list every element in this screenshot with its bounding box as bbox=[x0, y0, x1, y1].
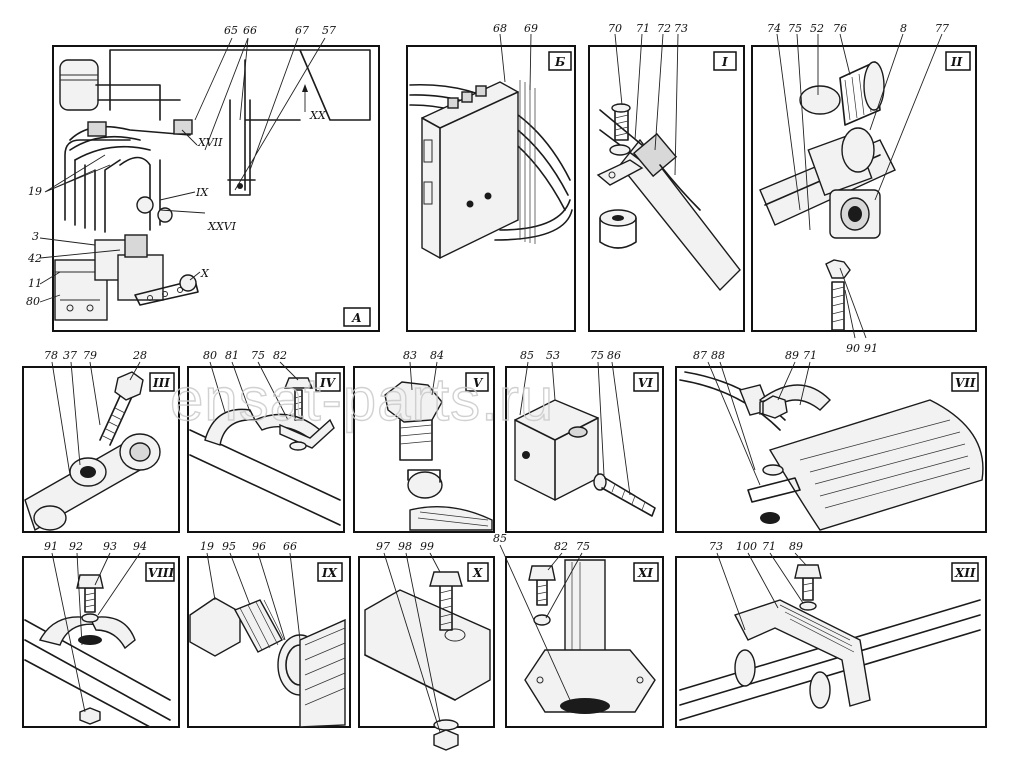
callout-93: 93 bbox=[103, 540, 117, 553]
callout-28: 28 bbox=[132, 349, 147, 362]
callout-98: 98 bbox=[398, 540, 412, 553]
callout-86: 86 bbox=[607, 349, 621, 362]
callout-91: 91 bbox=[864, 342, 878, 355]
callout-85-vi: 85 bbox=[520, 349, 534, 362]
panel-tag-b: Б bbox=[554, 55, 565, 69]
panel-iii: 78 37 79 28 III bbox=[22, 349, 180, 533]
callout-72: 72 bbox=[657, 22, 671, 35]
callout-ix: IX bbox=[195, 186, 209, 199]
panel-tag-ii: II bbox=[950, 55, 963, 69]
callout-95: 95 bbox=[222, 540, 236, 553]
callout-19-ix: 19 bbox=[200, 540, 214, 553]
callout-76: 76 bbox=[833, 22, 847, 35]
callout-80: 80 bbox=[26, 295, 40, 308]
watermark-text: ensat-parts.ru bbox=[170, 366, 554, 433]
panel-tag-ix: IX bbox=[321, 566, 338, 580]
panel-vii: 87 88 89 71 VII bbox=[675, 349, 987, 533]
panel-iv: 80 81 75 82 IV bbox=[187, 349, 345, 533]
callout-87: 87 bbox=[693, 349, 707, 362]
panel-tag-xii: XII bbox=[954, 566, 976, 580]
panel-tag-vii: VII bbox=[955, 376, 976, 390]
callout-78: 78 bbox=[44, 349, 58, 362]
callout-81: 81 bbox=[225, 349, 239, 362]
callout-71-xii: 71 bbox=[762, 540, 776, 553]
panel-vi: 85 53 75 86 VI bbox=[505, 349, 664, 533]
callout-66: 66 bbox=[243, 24, 257, 37]
callout-57: 57 bbox=[322, 24, 336, 37]
callout-88: 88 bbox=[711, 349, 725, 362]
callout-42: 42 bbox=[27, 252, 42, 265]
panel-tag-x: X bbox=[472, 566, 483, 580]
callout-82: 82 bbox=[273, 349, 287, 362]
callout-73: 73 bbox=[674, 22, 688, 35]
callout-84: 84 bbox=[430, 349, 444, 362]
panel-tag-iv: IV bbox=[319, 376, 337, 390]
panel-xii: 73 100 71 89 XII bbox=[675, 540, 987, 728]
callout-74: 74 bbox=[767, 22, 781, 35]
callout-90: 90 bbox=[846, 342, 860, 355]
panel-viii: 91 92 93 94 VIII bbox=[22, 540, 180, 728]
panel-x: 97 98 99 X bbox=[358, 540, 495, 751]
callout-xvii: XVII bbox=[197, 136, 223, 149]
callout-80-iv: 80 bbox=[203, 349, 217, 362]
callout-100: 100 bbox=[736, 540, 757, 553]
callout-xxvi: XXVI bbox=[207, 220, 237, 233]
callout-82-xi: 82 bbox=[554, 540, 568, 553]
callout-91-viii: 91 bbox=[44, 540, 58, 553]
callout-75: 75 bbox=[788, 22, 802, 35]
callout-99: 99 bbox=[420, 540, 434, 553]
callout-70: 70 bbox=[608, 22, 622, 35]
callout-79: 79 bbox=[83, 349, 97, 362]
callout-85-xi: 85 bbox=[493, 532, 507, 545]
panel-tag-xi: XI bbox=[637, 566, 653, 580]
panel-v: 83 84 V bbox=[353, 349, 495, 533]
callout-97: 97 bbox=[376, 540, 390, 553]
callout-75-vi: 75 bbox=[590, 349, 604, 362]
panel-tag-v: V bbox=[473, 376, 484, 390]
callout-11: 11 bbox=[28, 277, 42, 290]
callout-75-xi: 75 bbox=[576, 540, 590, 553]
panel-tag-i: I bbox=[721, 55, 728, 69]
callout-77: 77 bbox=[935, 22, 949, 35]
callout-66-ix: 66 bbox=[283, 540, 297, 553]
callout-53: 53 bbox=[546, 349, 560, 362]
callout-3: 3 bbox=[32, 230, 39, 243]
callout-71: 71 bbox=[636, 22, 650, 35]
panel-tag-viii: VIII bbox=[148, 566, 175, 580]
callout-83: 83 bbox=[403, 349, 417, 362]
callout-19: 19 bbox=[28, 185, 42, 198]
callout-89-vii: 89 bbox=[785, 349, 799, 362]
callout-96: 96 bbox=[252, 540, 266, 553]
callout-69: 69 bbox=[524, 22, 538, 35]
callout-73-xii: 73 bbox=[709, 540, 723, 553]
panel-tag-iii: III bbox=[152, 376, 170, 390]
panel-ii: 74 75 52 76 8 77 90 91 II bbox=[751, 22, 977, 355]
callout-92: 92 bbox=[69, 540, 83, 553]
callout-71-vii: 71 bbox=[803, 349, 817, 362]
panel-ix: 19 95 96 66 IX bbox=[187, 540, 351, 728]
callout-65: 65 bbox=[224, 24, 238, 37]
callout-8: 8 bbox=[900, 22, 907, 35]
callout-xx: XX bbox=[309, 109, 327, 122]
callout-37: 37 bbox=[63, 349, 77, 362]
callout-x: X bbox=[200, 267, 210, 280]
callout-52: 52 bbox=[810, 22, 824, 35]
panel-tag-vi: VI bbox=[638, 376, 653, 390]
panel-i: 70 71 72 73 I bbox=[588, 22, 745, 332]
panel-b: 68 69 Б bbox=[406, 22, 576, 332]
callout-68: 68 bbox=[493, 22, 507, 35]
panel-a: 65 66 67 57 XX XVII 19 IX XXVI 3 42 11 8… bbox=[26, 24, 380, 332]
panel-tag-a: А bbox=[351, 311, 362, 325]
callout-89-xii: 89 bbox=[789, 540, 803, 553]
panel-xi: 85 82 75 XI bbox=[493, 532, 664, 728]
callout-67: 67 bbox=[295, 24, 309, 37]
callout-75-iv: 75 bbox=[251, 349, 265, 362]
callout-94: 94 bbox=[133, 540, 147, 553]
